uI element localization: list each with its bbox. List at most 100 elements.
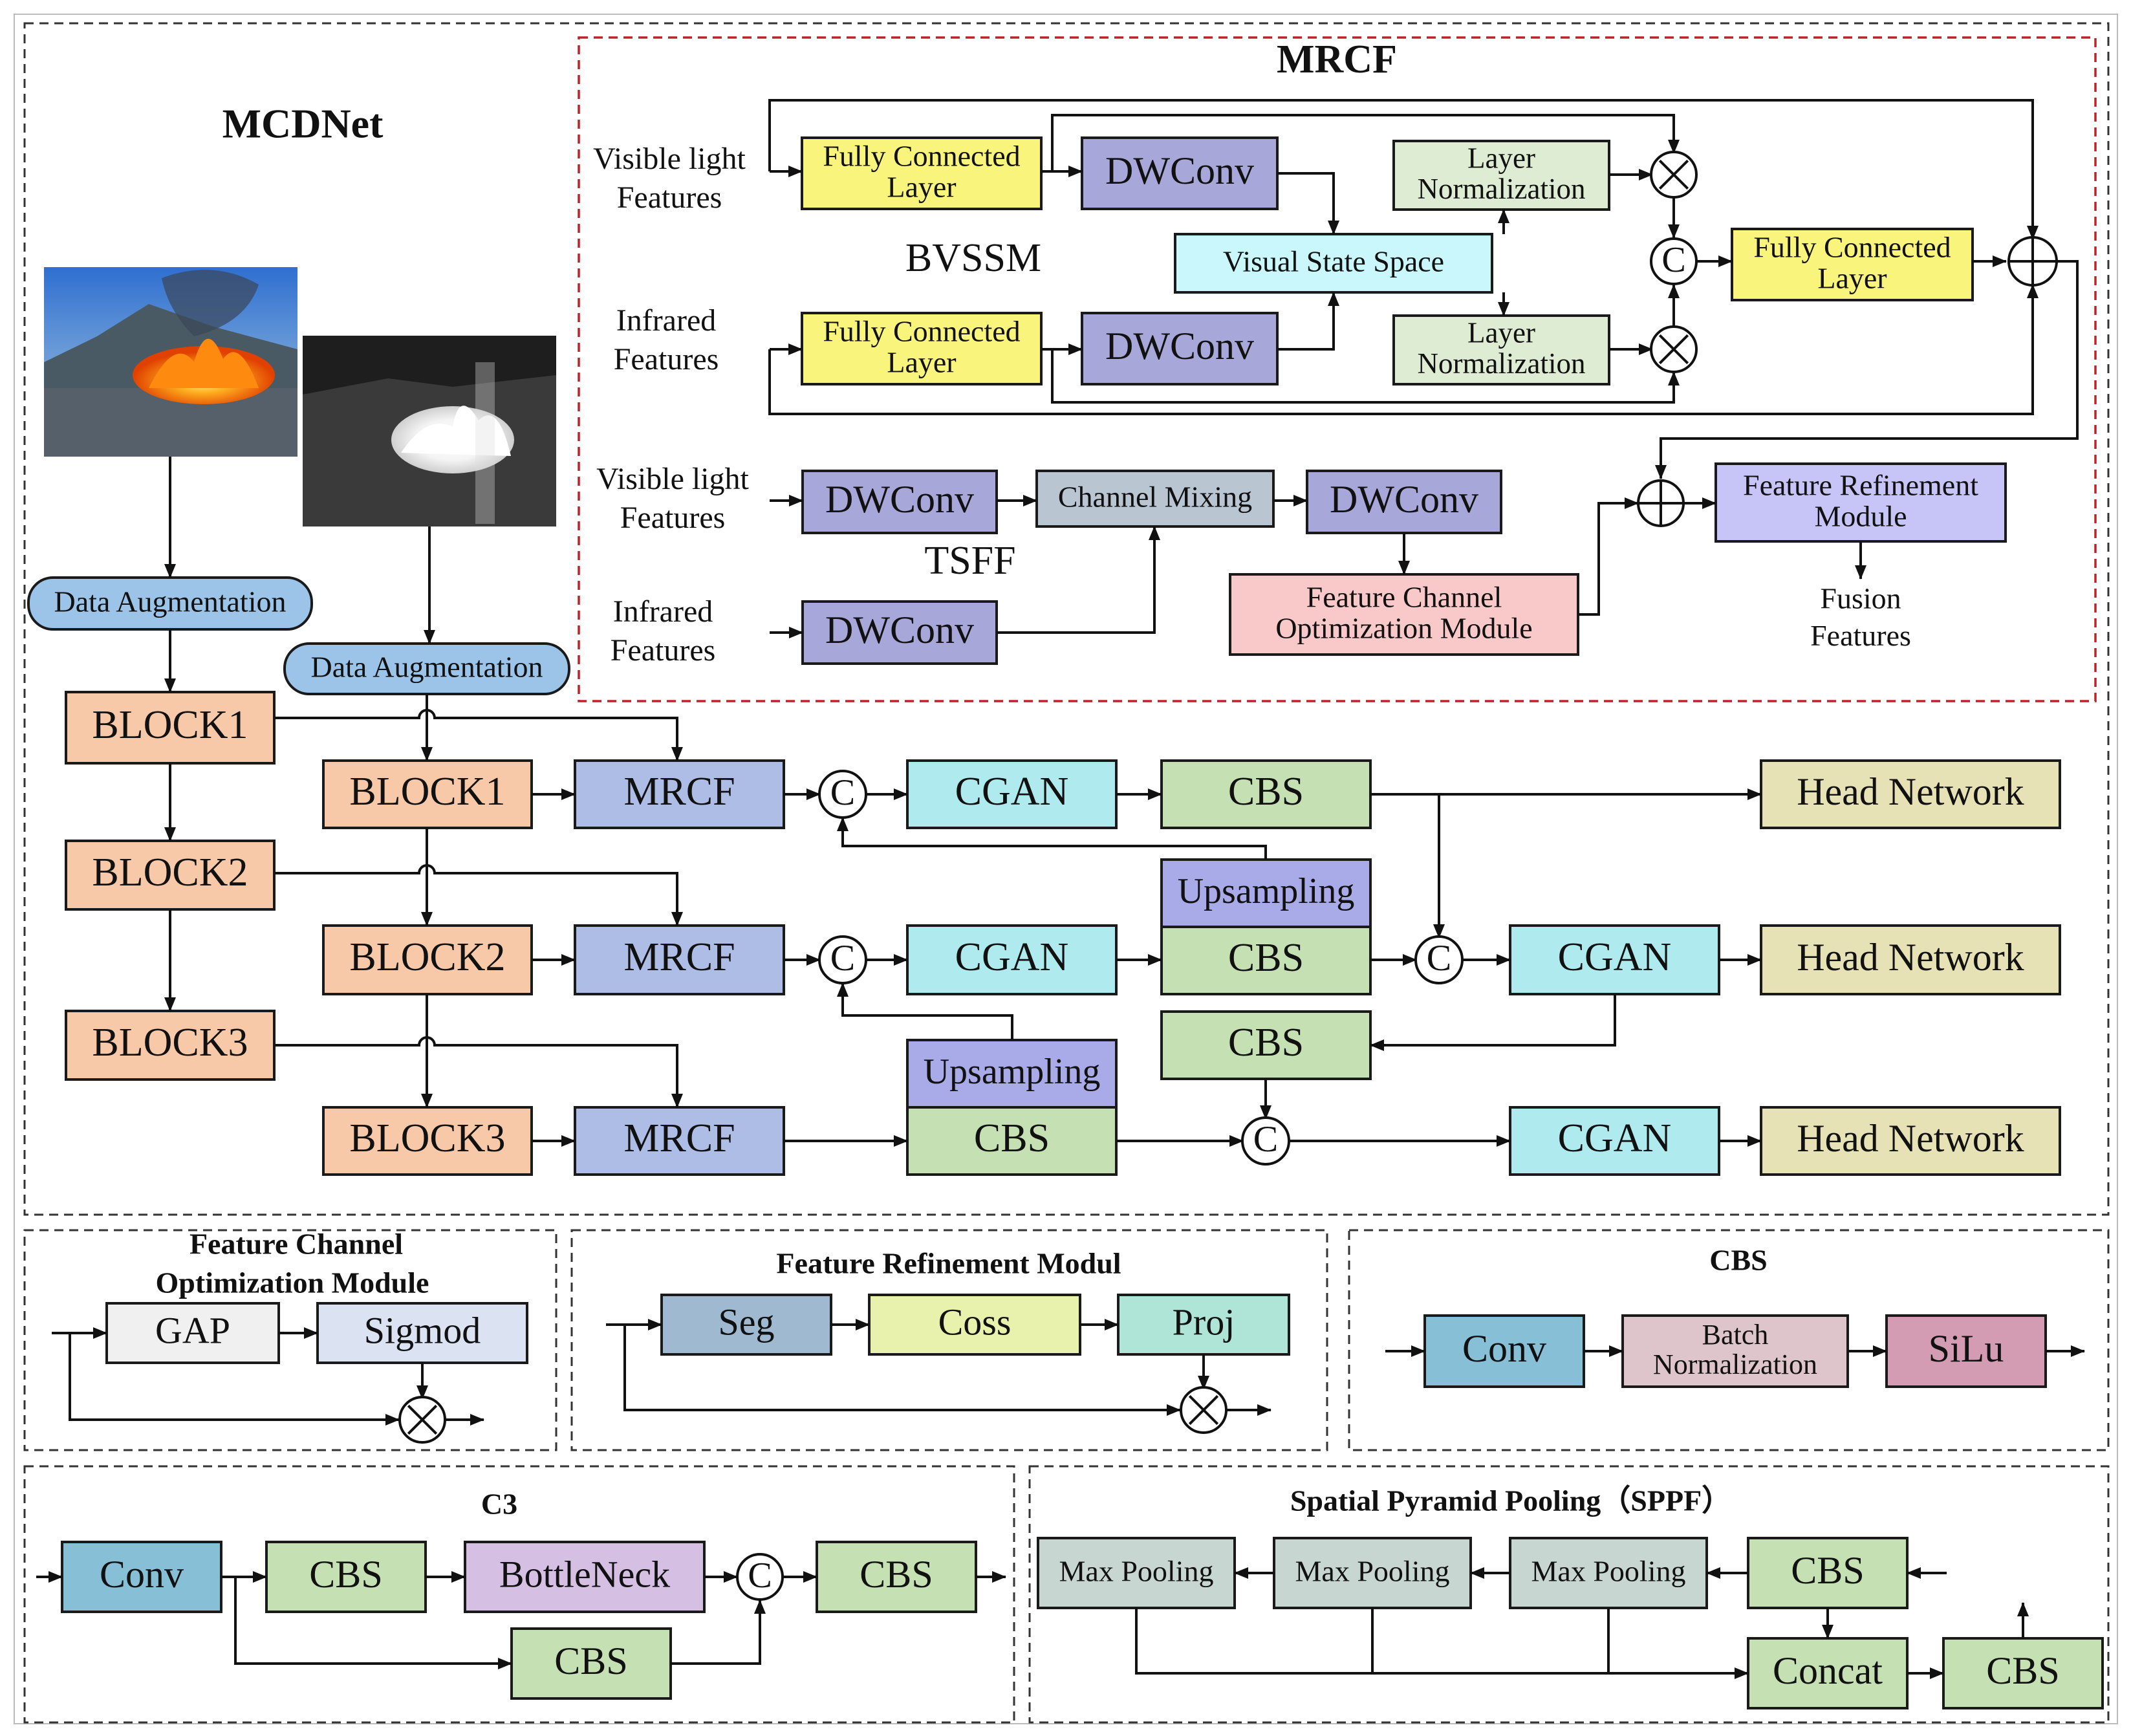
cbs-box-c3-skip: CBS (510, 1627, 672, 1700)
silu-box-label: SiLu (1929, 1327, 2004, 1370)
connector-15 (768, 99, 2039, 240)
multiply-frm-symbol (1180, 1386, 1228, 1434)
fc-layer-fused-label-line2: Layer (1817, 262, 1887, 295)
mcdnet-title: MCDNet (222, 101, 384, 147)
connector-18 (1051, 349, 1680, 404)
dwconv-mixed-tsff: DWConv (1306, 470, 1502, 534)
seg-box-label: Seg (719, 1301, 775, 1343)
coss-box: Coss (868, 1294, 1081, 1356)
mcdnet-panel (23, 22, 2110, 1216)
layer-norm-bottom-label-line1: Layer (1467, 317, 1535, 349)
cgan-row3-right-label: CGAN (1558, 1116, 1672, 1160)
connector-83 (234, 1577, 512, 1669)
upsampling-row2-label: Upsampling (1178, 871, 1355, 911)
upsampling-row2: Upsampling (1160, 858, 1372, 928)
dwconv-visible-tsff-label: DWConv (825, 478, 974, 521)
cgan-row2: CGAN (906, 924, 1118, 995)
fc-layer-infrared-label-line2: Layer (887, 346, 956, 379)
connector-3 (1277, 172, 1339, 235)
cbs-panel (1348, 1229, 2110, 1451)
cgan-row2-label: CGAN (955, 935, 1069, 979)
batch-norm-box-label-line1: Batch (1702, 1319, 1769, 1351)
conv-box-c3-label: Conv (100, 1553, 184, 1596)
concat-box-label: Concat (1773, 1649, 1883, 1692)
frm-panel (570, 1229, 1328, 1451)
layer-norm-top-label-line2: Normalization (1418, 173, 1586, 205)
dwconv-infrared-tsff: DWConv (801, 600, 998, 665)
mrcf-row1-label: MRCF (623, 770, 735, 814)
cbs-row3: CBS (906, 1106, 1118, 1176)
cbs-row2-label: CBS (1228, 936, 1304, 980)
fusion-features-line2: Features (1810, 619, 1911, 652)
cbs-row1: CBS (1160, 759, 1372, 829)
cgan-row1: CGAN (906, 759, 1118, 829)
outer-frame (14, 14, 2118, 1724)
conv-box-cbs-label: Conv (1462, 1327, 1546, 1370)
cbs-box-c3-out: CBS (816, 1541, 977, 1613)
fcom-block-label-line1: Feature Channel (1306, 580, 1502, 613)
block2-right-label: BLOCK2 (349, 935, 505, 979)
cbs-box-sppf-out-label: CBS (1986, 1649, 2059, 1692)
connector-84 (671, 1600, 766, 1665)
sppf-panel (1028, 1465, 2110, 1724)
channel-mixing: Channel Mixing (1035, 470, 1275, 528)
cgan-row3-right: CGAN (1509, 1106, 1720, 1176)
block1-left-label: BLOCK1 (92, 703, 248, 747)
maxpool-3: Max Pooling (1509, 1537, 1708, 1609)
data-augmentation-infrared-label: Data Augmentation (311, 651, 543, 684)
c3-title: C3 (481, 1488, 517, 1521)
concat-row3-symbol: C (1241, 1116, 1290, 1166)
cbs-box-c3-out-label: CBS (860, 1553, 933, 1596)
connector-57 (837, 982, 1013, 1040)
concat-bvssm-symbol: C (1650, 237, 1698, 285)
cbs-box-c3-1-label: CBS (309, 1553, 382, 1596)
connector-24 (997, 526, 1160, 634)
concat-row3-symbol-label: C (1253, 1119, 1278, 1160)
dwconv-visible-bvssm: DWConv (1081, 136, 1279, 210)
fcom-title-line1: Feature Channel (189, 1228, 403, 1261)
mrcf-row3: MRCF (574, 1106, 785, 1176)
concat-row2-right-symbol: C (1414, 935, 1464, 984)
connector-16 (1051, 114, 1680, 171)
fcom-title-line2: Optimization Module (156, 1266, 429, 1299)
multiply-fcom-symbol (398, 1396, 446, 1444)
add-tsff-symbol (1637, 479, 1685, 527)
connector-19 (1655, 260, 2079, 479)
mrcf-row1: MRCF (574, 759, 785, 829)
cbs-row1-label: CBS (1228, 770, 1304, 814)
head-network-3-label: Head Network (1797, 1117, 2024, 1160)
connector-90 (1135, 1608, 1749, 1679)
proj-box: Proj (1117, 1294, 1290, 1356)
coss-box-label: Coss (938, 1301, 1011, 1343)
concat-c3-symbol: C (736, 1553, 784, 1601)
maxpool-2: Max Pooling (1273, 1537, 1472, 1609)
mrcf-visible-features-top-line2: Features (617, 180, 722, 215)
concat-row1-symbol-label: C (830, 772, 855, 813)
visible-light-image (44, 267, 297, 457)
data-augmentation-visible: Data Augmentation (27, 576, 313, 631)
mrcf-title: MRCF (1277, 38, 1397, 81)
infrared-image (303, 336, 556, 526)
dwconv-mixed-tsff-label: DWConv (1330, 478, 1478, 521)
head-network-1-label: Head Network (1797, 770, 2024, 813)
block2-right: BLOCK2 (322, 924, 533, 995)
concat-box: Concat (1747, 1637, 1909, 1709)
c3-panel (23, 1465, 1015, 1724)
block2-left-label: BLOCK2 (92, 851, 248, 895)
data-augmentation-visible-label: Data Augmentation (54, 585, 287, 618)
cbs-title: CBS (1709, 1244, 1767, 1277)
fusion-features-line1: Fusion (1820, 582, 1901, 615)
block3-left: BLOCK3 (65, 1010, 276, 1081)
block3-right: BLOCK3 (322, 1106, 533, 1176)
mrcf-infrared-features-top-line2: Features (614, 342, 719, 376)
mrcf-panel (578, 36, 2097, 702)
dwconv-visible-bvssm-label: DWConv (1105, 149, 1254, 192)
upsampling-row3: Upsampling (906, 1039, 1118, 1109)
cbs-row2-down: CBS (1160, 1010, 1372, 1080)
tsff-label: TSFF (924, 539, 1015, 583)
mrcf-row3-label: MRCF (623, 1116, 735, 1160)
connector-17 (768, 284, 2039, 415)
head-network-3: Head Network (1760, 1106, 2061, 1176)
